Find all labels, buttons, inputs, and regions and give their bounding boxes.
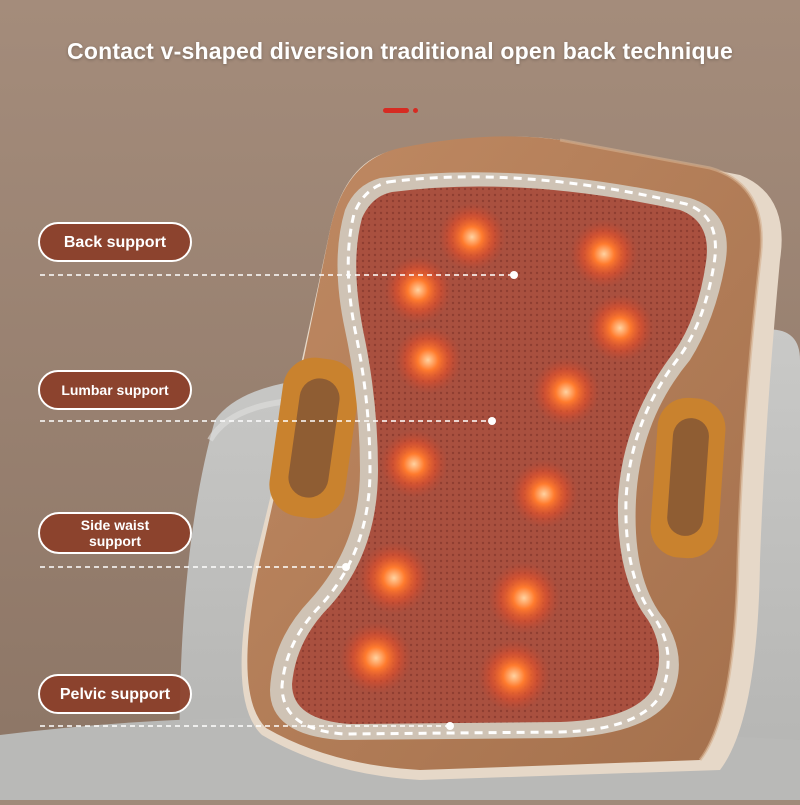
heat-nodes xyxy=(340,203,654,712)
accent-dot xyxy=(413,108,418,113)
callout-dots xyxy=(342,271,518,730)
lumbar-support-label: Lumbar support xyxy=(38,370,192,410)
back-leader-dot xyxy=(510,271,518,279)
accent-bar xyxy=(383,108,409,113)
heat-node xyxy=(586,294,654,362)
pelvic-support-label: Pelvic support xyxy=(38,674,192,714)
headline: Contact v-shaped diversion traditional o… xyxy=(67,38,733,64)
heat-node xyxy=(358,542,430,614)
side-waist-line2: support xyxy=(88,533,142,549)
side-waist-support-text: Side waist support xyxy=(81,517,149,549)
callout-lines xyxy=(40,274,512,727)
pelvic-leader-dot xyxy=(446,722,454,730)
side-waist-line1: Side waist xyxy=(80,517,150,533)
heat-node xyxy=(384,256,452,324)
heat-node xyxy=(488,562,560,634)
heat-node xyxy=(510,460,578,528)
heat-node xyxy=(380,430,448,498)
pelvic-support-text: Pelvic support xyxy=(59,685,171,703)
heat-node xyxy=(340,622,412,694)
lumbar-leader-dot xyxy=(488,417,496,425)
lumbar-support-text: Lumbar support xyxy=(61,381,169,398)
back-support-label: Back support xyxy=(38,222,192,262)
heat-node xyxy=(438,203,506,271)
contour-dashed-outline xyxy=(280,175,717,736)
side-waist-leader-dot xyxy=(342,563,350,571)
left-handle xyxy=(269,357,359,519)
heat-node xyxy=(532,358,600,426)
back-support-text: Back support xyxy=(63,233,167,251)
heat-node xyxy=(570,220,638,288)
heat-node xyxy=(478,640,550,712)
heat-node xyxy=(394,326,462,394)
right-handle xyxy=(650,397,726,559)
side-waist-support-label: Side waist support xyxy=(38,512,192,554)
